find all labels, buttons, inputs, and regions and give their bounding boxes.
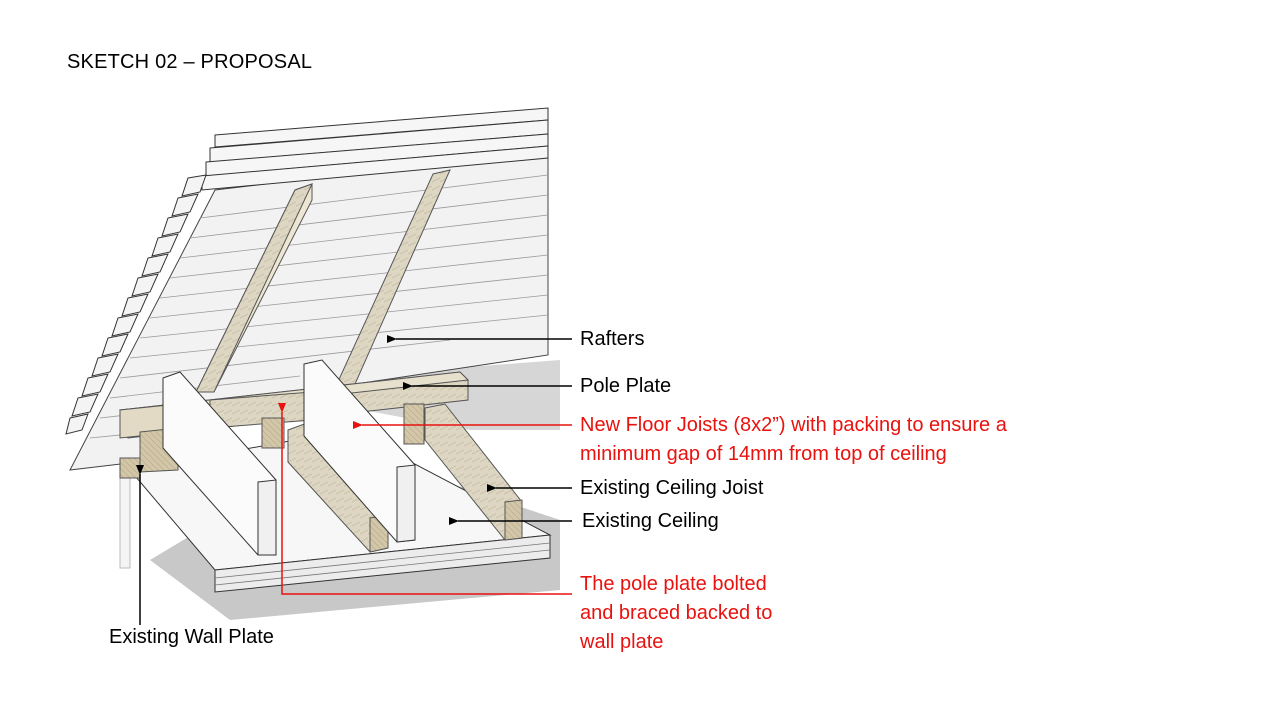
rafter [195, 183, 313, 393]
existing-ceiling-joist [424, 403, 523, 541]
leader-pole-plate-bolted [278, 403, 572, 595]
label-new-floor-joists-line2: minimum gap of 14mm from top of ceiling [580, 443, 947, 465]
label-pole-plate-bolted-line3: wall plate [580, 631, 664, 653]
ridge-tiles [201, 107, 549, 191]
packing-block [261, 403, 425, 449]
tile-edge [65, 174, 207, 435]
label-existing-ceiling-joist: Existing Ceiling Joist [580, 477, 764, 499]
label-pole-plate-bolted-line1: The pole plate bolted [580, 573, 767, 595]
new-floor-joist [162, 371, 277, 556]
new-floor-joist [303, 359, 416, 543]
label-pole-plate-bolted-line2: and braced backed to [580, 602, 773, 624]
label-new-floor-joists-line1: New Floor Joists (8x2”) with packing to … [580, 414, 1007, 436]
label-pole-plate: Pole Plate [580, 375, 672, 397]
label-existing-wall-plate: Existing Wall Plate [109, 626, 274, 648]
label-existing-ceiling: Existing Ceiling [582, 510, 719, 532]
page-title: SKETCH 02 – PROPOSAL [67, 51, 313, 73]
label-rafters: Rafters [580, 328, 645, 350]
